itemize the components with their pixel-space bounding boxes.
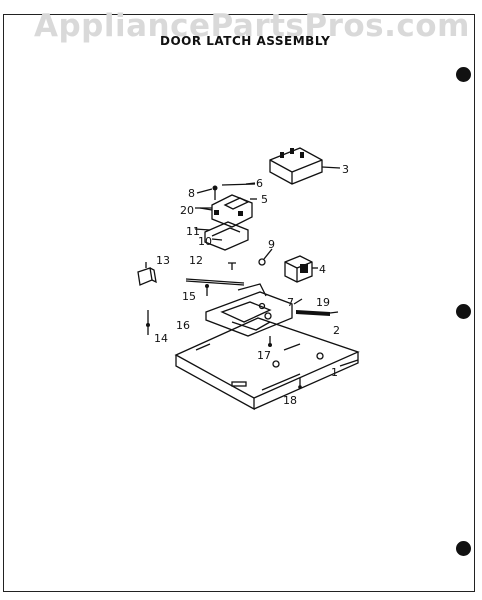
part-rod <box>185 278 245 296</box>
callout-20: 20 <box>180 204 194 217</box>
callout-4: 4 <box>319 263 326 276</box>
part-bracket <box>137 262 157 286</box>
callout-1: 1 <box>331 366 338 379</box>
callout-10: 10 <box>198 235 212 248</box>
diagram-title: DOOR LATCH ASSEMBLY <box>160 34 331 48</box>
callout-17: 17 <box>257 349 271 362</box>
callout-9: 9 <box>268 238 275 251</box>
callout-12: 12 <box>189 254 203 267</box>
page-border <box>3 14 475 592</box>
callout-5: 5 <box>261 193 268 206</box>
callout-14: 14 <box>154 332 168 345</box>
callout-11: 11 <box>186 225 200 238</box>
part-base-plate <box>174 317 360 411</box>
callout-15: 15 <box>182 290 196 303</box>
callout-18: 18 <box>283 394 297 407</box>
callout-7: 7 <box>287 296 294 309</box>
callout-19: 19 <box>316 296 330 309</box>
callout-13: 13 <box>156 254 170 267</box>
watermark: AppliancePartsPros.com <box>34 8 470 44</box>
part-switch-assembly <box>195 183 257 228</box>
part-lower-switch <box>194 221 249 251</box>
leader-lines <box>147 182 303 335</box>
part-latch-mechanism <box>146 283 339 347</box>
callout-8: 8 <box>188 187 195 200</box>
callout-6: 6 <box>256 177 263 190</box>
part-screw <box>228 248 273 270</box>
callout-3: 3 <box>342 163 349 176</box>
callout-2: 2 <box>333 324 340 337</box>
callout-16: 16 <box>176 319 190 332</box>
part-solenoid <box>284 255 318 283</box>
binder-hole-top <box>456 67 471 82</box>
binder-hole-bottom <box>456 541 471 556</box>
binder-hole-middle <box>456 304 471 319</box>
part-terminal-block <box>269 147 341 185</box>
